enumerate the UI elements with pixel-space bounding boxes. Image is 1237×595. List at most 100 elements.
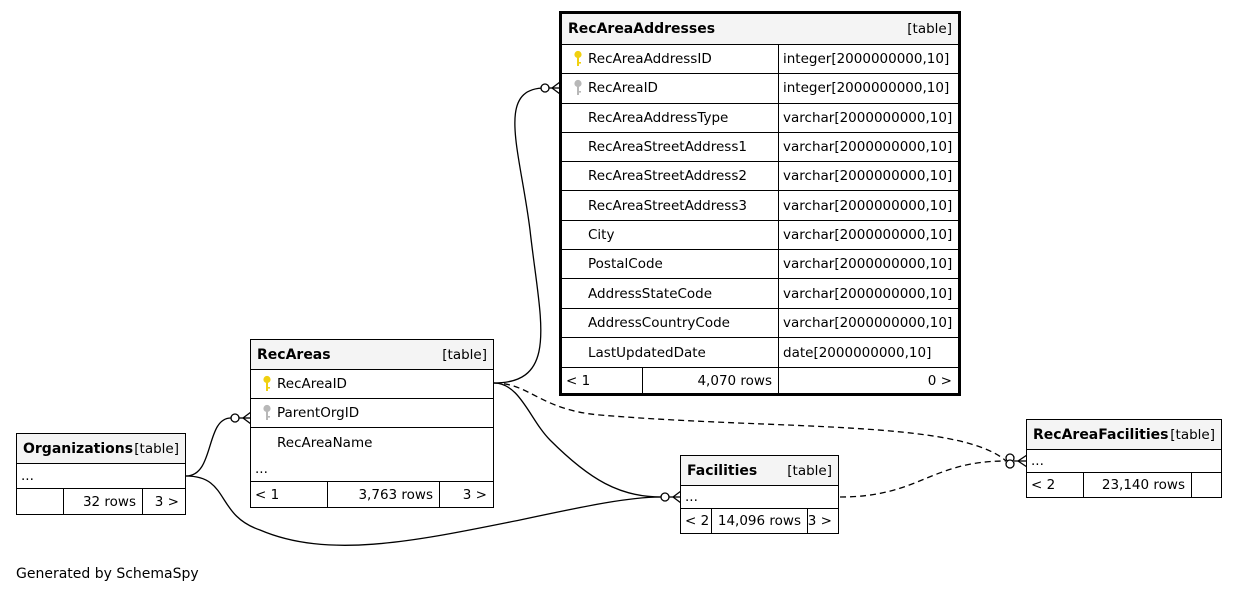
children-count[interactable]: 3 > [439, 482, 493, 507]
column-name: RecAreaStreetAddress3 [588, 197, 747, 214]
table-footer: < 1 3,763 rows 3 > [251, 482, 493, 507]
column-row[interactable]: RecAreaStreetAddress3 varchar[2000000000,… [562, 191, 958, 221]
row-count: 32 rows [63, 489, 142, 514]
table-recareaaddresses[interactable]: RecAreaAddresses [table] RecAreaAddressI… [559, 11, 961, 397]
table-name: RecAreas [257, 346, 331, 363]
column-name: PostalCode [588, 256, 663, 273]
column-row[interactable]: RecAreaName [251, 428, 493, 457]
table-footer: 32 rows 3 > [17, 489, 185, 514]
parents-count[interactable]: < 1 [255, 486, 280, 503]
column-name-cell: RecAreaStreetAddress2 [562, 162, 778, 190]
more-columns-row: ... [1027, 450, 1221, 473]
edge-recareas-addresses [493, 87, 546, 384]
children-count [1191, 473, 1221, 497]
table-organizations[interactable]: Organizations [table] ... 32 rows 3 > [16, 433, 186, 515]
children-count[interactable]: 3 > [807, 509, 838, 533]
column-name-cell: RecAreaAddressType [562, 104, 778, 132]
table-kind: [table] [134, 440, 179, 457]
table-header: Organizations [table] [17, 434, 185, 464]
table-recareafacilities[interactable]: RecAreaFacilities [table] ... < 2 23,140… [1026, 419, 1222, 498]
column-row[interactable]: RecAreaStreetAddress1 varchar[2000000000,… [562, 132, 958, 163]
parents-count[interactable]: < 2 [1031, 477, 1056, 493]
column-name-cell: RecAreaID [251, 370, 493, 398]
more-columns-row: ... [251, 457, 493, 482]
edge-facilities-recareafacilities [839, 460, 1007, 498]
column-name: ParentOrgID [277, 405, 360, 421]
column-row[interactable]: RecAreaAddressType varchar[2000000000,10] [562, 103, 958, 133]
column-name-cell: AddressStateCode [562, 279, 778, 307]
column-name-cell: RecAreaName [251, 428, 493, 457]
column-row[interactable]: AddressStateCode varchar[2000000000,10] [562, 279, 958, 309]
column-name-cell: PostalCode [562, 250, 778, 278]
column-row[interactable]: RecAreaID [251, 370, 493, 399]
more-columns-row: ... [681, 486, 838, 509]
column-name-cell: RecAreaStreetAddress1 [562, 133, 778, 161]
column-row[interactable]: RecAreaID integer[2000000000,10] [562, 74, 958, 104]
parents-count[interactable]: < 2 [685, 513, 710, 529]
more-columns-row: ... [17, 464, 185, 489]
column-type: date[2000000000,10] [778, 337, 958, 368]
column-name: AddressStateCode [588, 285, 713, 302]
table-kind: [table] [907, 21, 952, 37]
column-type: varchar[2000000000,10] [778, 103, 958, 132]
children-count[interactable]: 3 > [142, 489, 185, 514]
primary-key-icon [263, 375, 271, 391]
foreign-key-icon [263, 404, 271, 420]
row-count: 14,096 rows [711, 509, 807, 533]
key-slot [568, 79, 588, 97]
column-row[interactable]: City varchar[2000000000,10] [562, 220, 958, 251]
row-count: 4,070 rows [642, 368, 778, 394]
primary-key-icon [574, 51, 582, 67]
column-name: RecAreaStreetAddress1 [588, 139, 747, 156]
column-type: varchar[2000000000,10] [778, 250, 958, 279]
column-type: varchar[2000000000,10] [778, 191, 958, 220]
column-name: RecAreaStreetAddress2 [588, 168, 747, 185]
key-slot [257, 404, 277, 422]
column-type: varchar[2000000000,10] [778, 279, 958, 308]
table-header: RecAreas [table] [251, 340, 493, 370]
table-name: RecAreaAddresses [568, 21, 716, 37]
table-kind: [table] [787, 462, 832, 479]
table-recareas[interactable]: RecAreas [table] RecAreaID ParentOrgID Rec… [250, 339, 494, 508]
table-header: RecAreaFacilities [table] [1027, 420, 1221, 450]
table-facilities[interactable]: Facilities [table] ... < 2 14,096 rows 3… [680, 455, 839, 534]
foreign-key-icon [574, 80, 582, 96]
column-name-cell: RecAreaStreetAddress3 [562, 191, 778, 219]
column-name-cell: AddressCountryCode [562, 309, 778, 337]
edge-organizations-facilities [185, 475, 662, 546]
row-count: 3,763 rows [327, 482, 439, 507]
more-columns: ... [255, 461, 268, 477]
column-name: City [588, 226, 615, 243]
parents-count[interactable]: < 1 [566, 372, 591, 389]
table-footer: < 2 23,140 rows [1027, 473, 1221, 497]
column-type: varchar[2000000000,10] [778, 220, 958, 250]
column-name: RecAreaAddressID [588, 51, 712, 68]
column-type: varchar[2000000000,10] [778, 308, 958, 337]
edge-recareas-recareafacilities [493, 382, 1007, 462]
more-columns: ... [1031, 453, 1044, 469]
column-name: RecAreaAddressType [588, 109, 729, 126]
table-name: Organizations [23, 440, 134, 457]
edge-organizations-recareas [185, 417, 232, 477]
table-kind: [table] [442, 346, 487, 363]
column-name-cell: City [562, 221, 778, 249]
table-name: Facilities [687, 462, 758, 479]
column-row[interactable]: ParentOrgID [251, 399, 493, 428]
table-name: RecAreaFacilities [1033, 426, 1169, 443]
column-row[interactable]: PostalCode varchar[2000000000,10] [562, 250, 958, 280]
children-count[interactable]: 0 > [778, 368, 958, 394]
key-slot [568, 50, 588, 68]
table-header: Facilities [table] [681, 456, 838, 486]
column-name: RecAreaID [588, 80, 658, 97]
column-type: varchar[2000000000,10] [778, 132, 958, 162]
table-footer: < 2 14,096 rows 3 > [681, 509, 838, 533]
column-type: integer[2000000000,10] [778, 74, 958, 103]
table-kind: [table] [1170, 426, 1215, 443]
column-name: RecAreaID [277, 376, 347, 392]
column-name: RecAreaName [277, 434, 373, 451]
more-columns: ... [685, 489, 698, 505]
